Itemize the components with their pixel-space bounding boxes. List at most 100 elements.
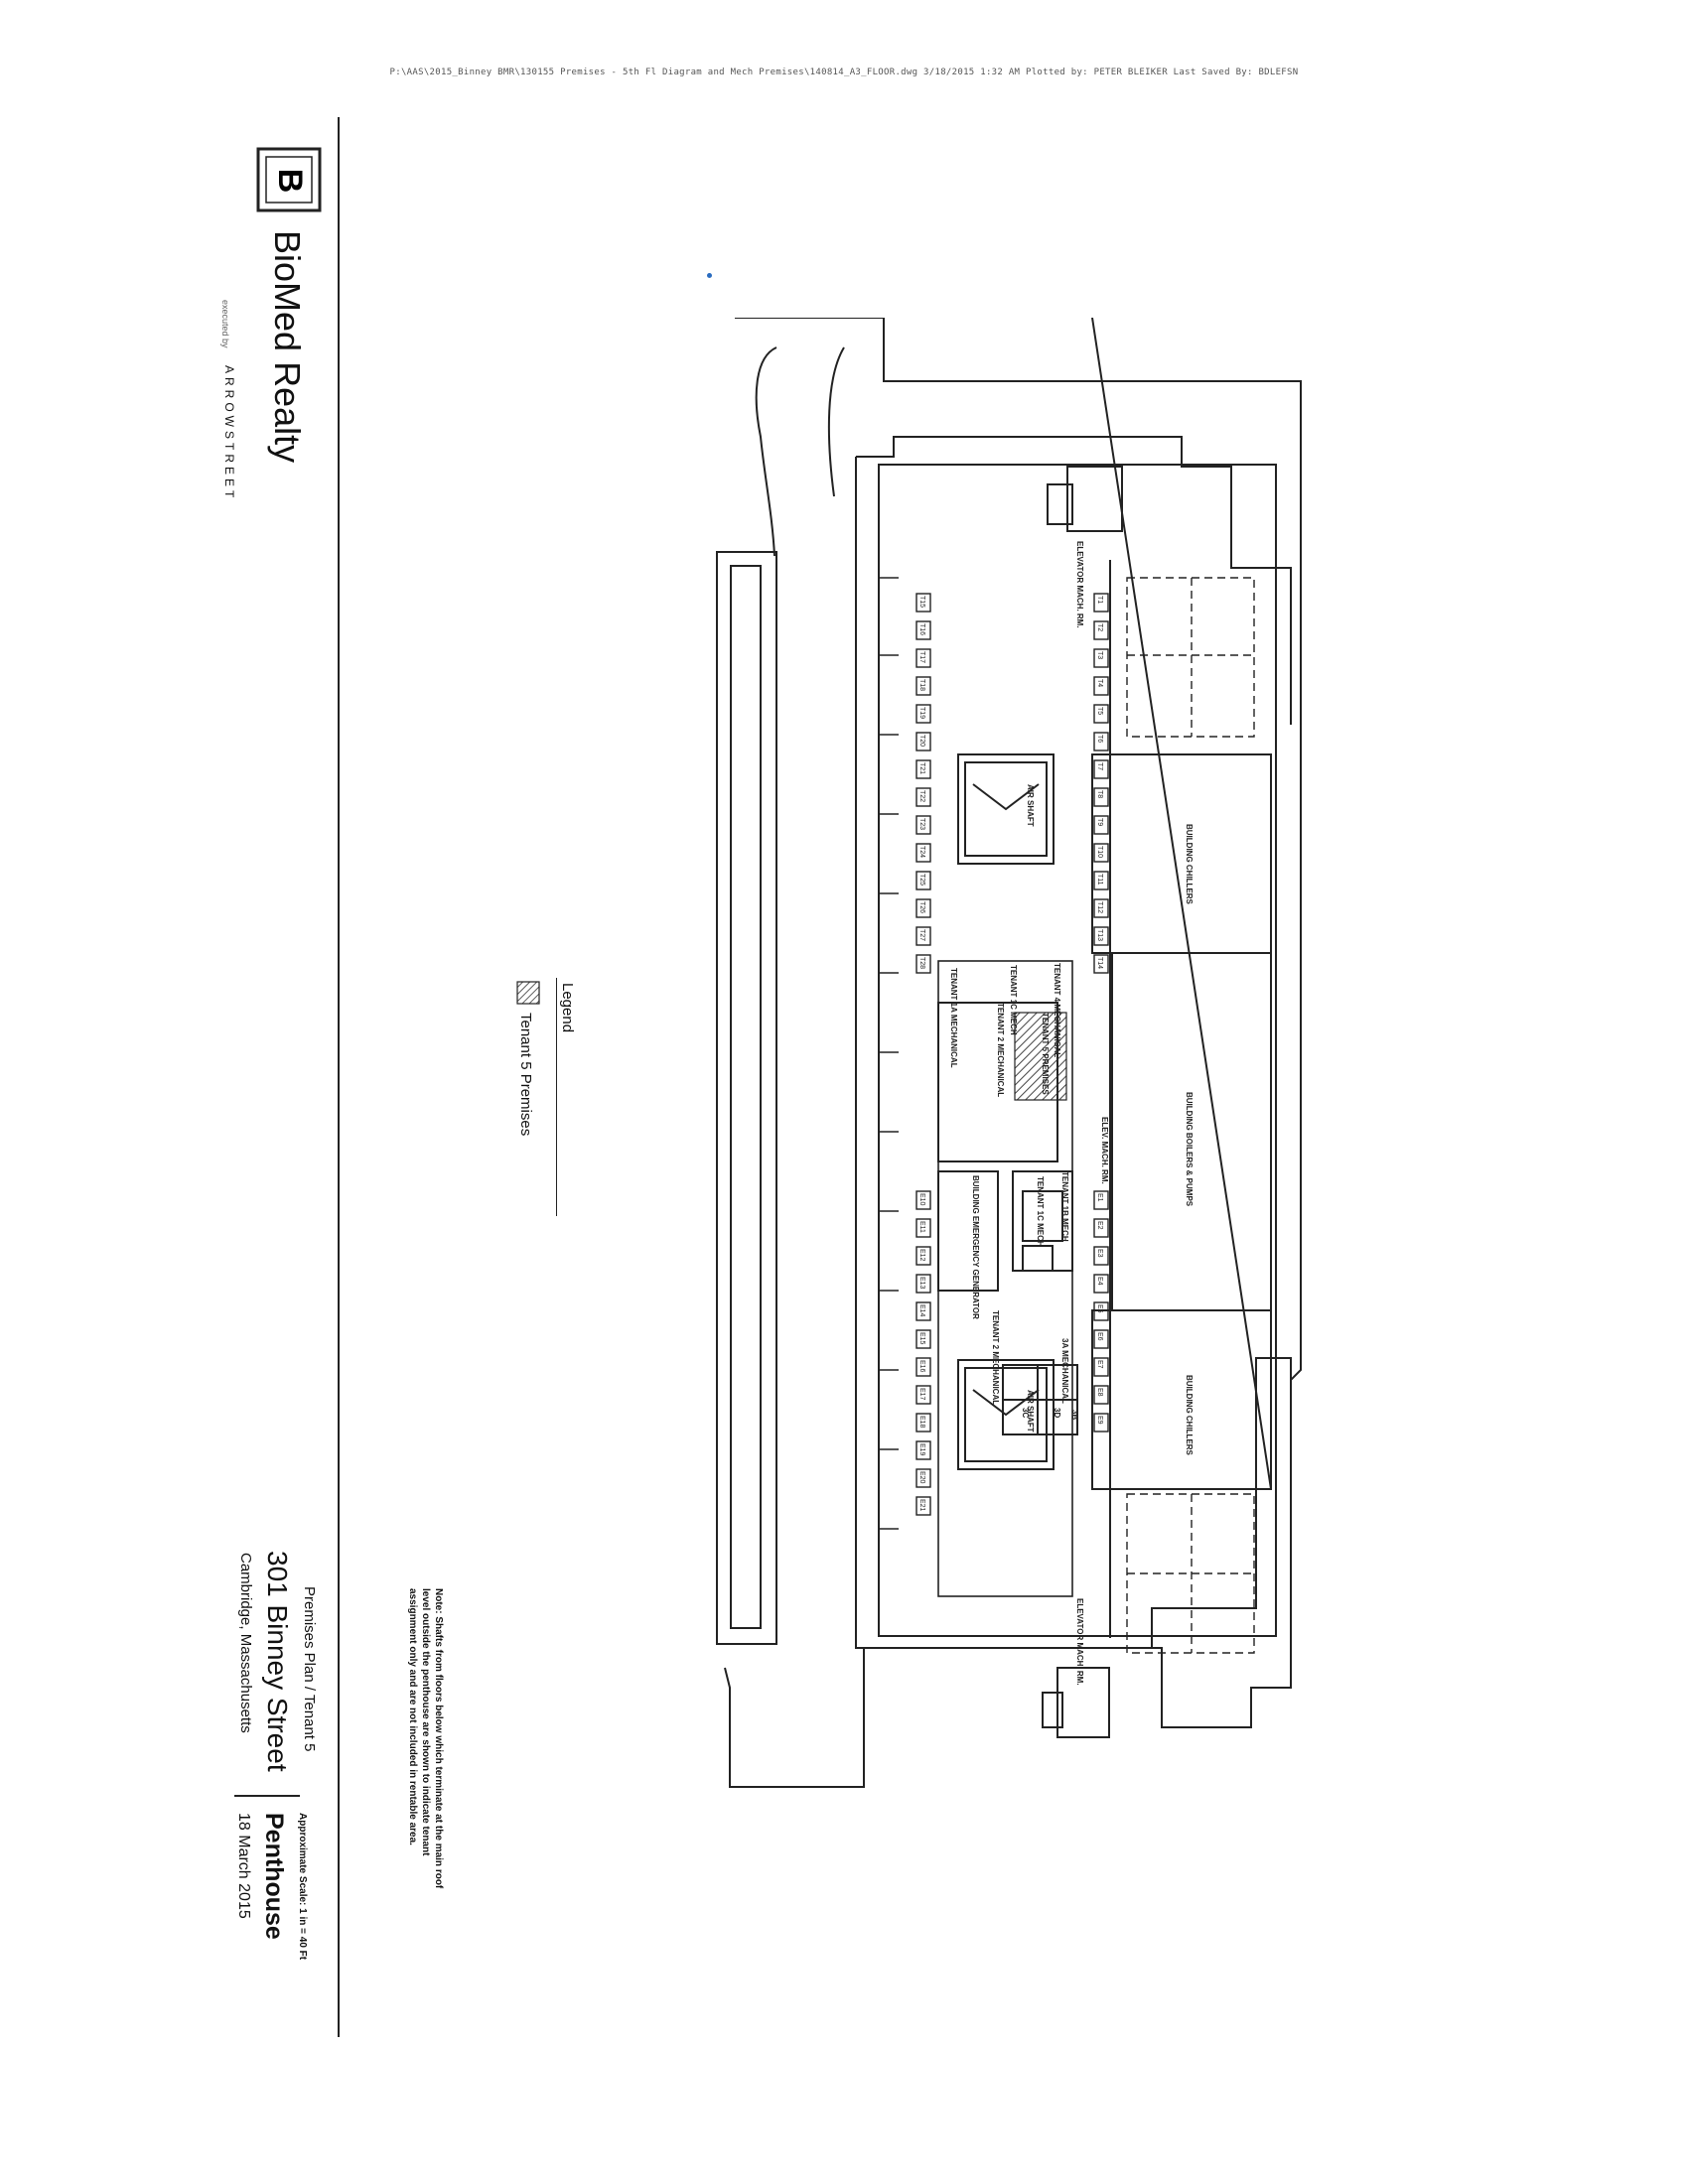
shaft-box [1093, 1218, 1109, 1238]
brand-name: BioMed Realty [267, 230, 308, 464]
shaft-box [1093, 1329, 1109, 1349]
shaft-label: T7 [1096, 762, 1103, 770]
shaft-label: T15 [918, 596, 925, 608]
shaft-label: E15 [918, 1332, 925, 1345]
shaft-box [1093, 926, 1109, 946]
shaft-box [915, 1357, 931, 1377]
shaft-box [1093, 843, 1109, 863]
shaft-label: E9 [1096, 1416, 1103, 1425]
shaft-box [915, 620, 931, 640]
shaft-label: T20 [918, 735, 925, 747]
shaft-label: T21 [918, 762, 925, 774]
shaft-box [915, 843, 931, 863]
label-boilers: BUILDING BOILERS & PUMPS [1185, 1092, 1194, 1207]
sheet-name: Premises Plan / Tenant 5 [301, 1586, 318, 1752]
label-air-shaft-2: AIR SHAFT [1026, 1390, 1035, 1433]
label-elev-mach-3: ELEV. MACH. RM. [1100, 1117, 1109, 1184]
label-chillers-top: BUILDING CHILLERS [1185, 824, 1194, 905]
shaft-box [1093, 1385, 1109, 1405]
shaft-label: T28 [918, 957, 925, 969]
shaft-box [915, 787, 931, 807]
legend-rule [556, 978, 557, 1216]
shaft-box [1093, 815, 1109, 835]
shaft-box [1093, 648, 1109, 668]
label-tenant1a-mech: TENANT 1A MECHANICAL [949, 968, 958, 1068]
label-3d: 3D [1053, 1408, 1061, 1418]
legend-swatch-tenant5 [516, 981, 540, 1005]
label-tenant4-mech: TENANT 4 MECHANICAL [1053, 963, 1061, 1057]
shaft-label: T16 [918, 623, 925, 635]
shaft-box [915, 898, 931, 918]
shaft-label: T10 [1096, 846, 1103, 858]
shaft-label: T23 [918, 818, 925, 830]
scale-note: Approximate Scale: 1 in = 40 Ft [297, 1813, 308, 1961]
shaft-label: E11 [918, 1221, 925, 1233]
shaft-box [1093, 1246, 1109, 1266]
shaft-box [1093, 1357, 1109, 1377]
shaft-box [1093, 593, 1109, 613]
shaft-box [915, 1301, 931, 1321]
shaft-label: T27 [918, 929, 925, 941]
shaft-label: T5 [1096, 707, 1103, 715]
shaft-label: E4 [1096, 1277, 1103, 1286]
brand-logo: B [256, 147, 324, 214]
title-separator [234, 1795, 300, 1797]
shaft-label: T9 [1096, 818, 1103, 826]
west-walkway [716, 551, 777, 1645]
shaft-label: T17 [918, 651, 925, 663]
shaft-label: E20 [918, 1471, 925, 1484]
tenant5-premises [1014, 1012, 1067, 1101]
shaft-label: E21 [918, 1499, 925, 1512]
shaft-box [915, 1274, 931, 1294]
shaft-box [915, 759, 931, 779]
shaft-box [915, 871, 931, 890]
shaft-label: T18 [918, 679, 925, 691]
title-divider [338, 117, 340, 2037]
shaft-box [915, 815, 931, 835]
shaft-label: E19 [918, 1443, 925, 1456]
shaft-box [1093, 759, 1109, 779]
brand-partner-prefix: executed by [220, 300, 230, 348]
penthouse-inner [878, 464, 1277, 1637]
shaft-box [1093, 1301, 1109, 1321]
shaft-box [1093, 954, 1109, 974]
shaft-label: T19 [918, 707, 925, 719]
shaft-note: Note: Shafts from floors below which ter… [407, 1588, 444, 1889]
label-tenant1b-mech: TENANT 1B MECH [1060, 1171, 1069, 1242]
shaft-label: E18 [918, 1416, 925, 1429]
shaft-label: E3 [1096, 1249, 1103, 1258]
label-tenant2-mech: TENANT 2 MECHANICAL [996, 1003, 1005, 1097]
shaft-label: T12 [1096, 901, 1103, 913]
shaft-box [915, 1246, 931, 1266]
label-tenant1c-mech: TENANT 1C MECH [1009, 965, 1018, 1035]
scan-dot [707, 273, 712, 278]
shaft-label: T14 [1096, 957, 1103, 969]
legend-title: Legend [559, 983, 576, 1033]
label-elev-mach-1: ELEVATOR MACH. RM. [1075, 541, 1084, 628]
shaft-label: T13 [1096, 929, 1103, 941]
shaft-label: T4 [1096, 679, 1103, 687]
brand-monogram: B [271, 169, 309, 194]
shaft-label: E13 [918, 1277, 925, 1290]
floor-plan: T1T2T3T4T5T6T7T8T9T10T11T12T13T14T15T16T… [716, 318, 1302, 1788]
shaft-label: E5 [1096, 1304, 1103, 1313]
shaft-label: T25 [918, 874, 925, 886]
shaft-box [1093, 787, 1109, 807]
sheet-date: 18 March 2015 [235, 1813, 252, 1919]
label-emergency-gen: BUILDING EMERGENCY GENERATOR [971, 1175, 980, 1319]
project-address: 301 Binney Street [262, 1551, 293, 1772]
shaft-box [1093, 704, 1109, 724]
label-elev-mach-2: ELEVATOR MACH. RM. [1075, 1598, 1084, 1686]
west-curved-wall [755, 346, 777, 557]
label-air-shaft-1: AIR SHAFT [1026, 784, 1035, 827]
shaft-label: T26 [918, 901, 925, 913]
shaft-label: E8 [1096, 1388, 1103, 1397]
shaft-label: E14 [918, 1304, 925, 1317]
project-city: Cambridge, Massachusetts [237, 1553, 254, 1733]
shaft-box [1093, 871, 1109, 890]
shaft-box [915, 704, 931, 724]
label-tenant2-mech-2: TENANT 2 MECHANICAL [991, 1310, 1000, 1405]
shaft-box [915, 1218, 931, 1238]
shaft-box [915, 648, 931, 668]
shaft-label: T24 [918, 846, 925, 858]
